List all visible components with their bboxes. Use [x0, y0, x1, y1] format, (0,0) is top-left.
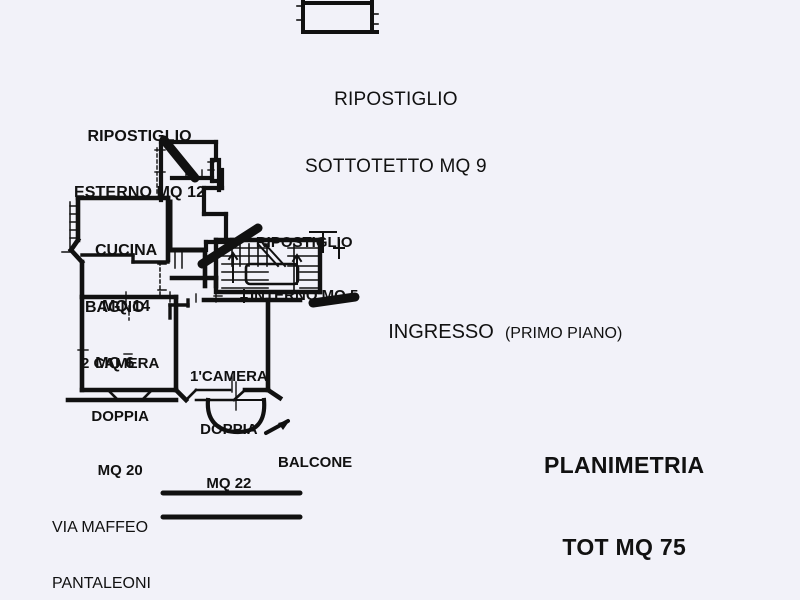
- label-bathroom-area: MQ 6: [95, 355, 135, 373]
- pointer-external-storage: [159, 135, 200, 183]
- label-balcony: BALCONE: [278, 419, 352, 507]
- kitchen-wall-details: [157, 251, 183, 297]
- label-street-line2: PANTALEONI: [52, 575, 151, 593]
- pointer-internal-storage: [197, 223, 263, 269]
- kitchen-right-wall: [167, 199, 207, 253]
- label-plan-title-line1: PLANIMETRIA: [544, 452, 705, 479]
- bedroom1-right-wall: [242, 386, 284, 402]
- label-external-storage: RIPOSTIGLIO ESTERNO MQ 12: [74, 90, 205, 241]
- label-bedroom-2-area: MQ 20: [97, 461, 143, 479]
- pointer-entrance: [308, 292, 360, 308]
- label-bedroom-1: 1'CAMERA DOPPIA MQ 22: [190, 333, 268, 528]
- label-bathroom-name: BAGNO: [85, 298, 145, 316]
- label-bathroom: BAGNO MQ 6: [85, 261, 145, 412]
- hall-bottom-wall: [201, 297, 303, 393]
- label-bedroom-2-line2: DOPPIA: [91, 408, 149, 426]
- label-bedroom-2: 2 CAMERA DOPPIA MQ 20: [81, 320, 159, 515]
- dimension-ticks: [77, 291, 233, 393]
- corridor-walls: [201, 167, 229, 253]
- kitchen-bath-wall: [80, 253, 170, 264]
- label-entrance-floor: (PRIMO PIANO): [504, 324, 623, 342]
- bedroom-partition-stub: [168, 298, 190, 320]
- label-plan-title-line2: TOT MQ 75: [562, 533, 687, 560]
- label-bedroom-2-line1: 2 CAMERA: [81, 355, 160, 373]
- stair-area-jambs: [309, 231, 345, 259]
- label-kitchen-name: CUCINA: [95, 241, 158, 259]
- label-plan-title: PLANIMETRIA TOT MQ 75: [544, 398, 704, 600]
- label-entrance-main: INGRESSO: [388, 320, 494, 343]
- label-external-storage-line2: ESTERNO MQ 12: [74, 184, 206, 202]
- external-storage-thin-lines: [154, 147, 215, 197]
- staircase-treads-right: [287, 243, 319, 293]
- label-attic-storage: RIPOSTIGLIO SOTTOTETTO MQ 9: [305, 44, 487, 223]
- label-street: VIA MAFFEO PANTALEONI: [52, 481, 151, 600]
- pointer-balcony-head: [278, 420, 290, 430]
- window-hatch-left: [61, 201, 79, 253]
- label-attic-storage-line1: RIPOSTIGLIO: [334, 88, 458, 110]
- label-bedroom-1-line1: 1'CAMERA: [190, 368, 268, 386]
- label-kitchen-area: MQ 14: [102, 298, 151, 316]
- label-kitchen: CUCINA MQ 14: [95, 204, 157, 355]
- label-attic-storage-line2: SOTTOTETTO MQ 9: [305, 156, 487, 178]
- attic-storage-outline: [301, 0, 379, 34]
- label-street-line1: VIA MAFFEO: [52, 518, 149, 536]
- label-bedroom-1-area: MQ 22: [206, 474, 252, 492]
- attic-storage-details: [296, 5, 379, 25]
- label-internal-storage: RIPOSTIGLIO INTERNO MQ 5: [250, 199, 358, 341]
- label-bedroom-1-line2: DOPPIA: [200, 421, 258, 439]
- label-balcony-text: BALCONE: [278, 454, 353, 472]
- label-internal-storage-line2: INTERNO MQ 5: [250, 287, 359, 305]
- label-entrance: INGRESSO (PRIMO PIANO): [366, 297, 622, 368]
- label-external-storage-line1: RIPOSTIGLIO: [87, 127, 192, 145]
- label-internal-storage-line1: RIPOSTIGLIO: [255, 234, 353, 252]
